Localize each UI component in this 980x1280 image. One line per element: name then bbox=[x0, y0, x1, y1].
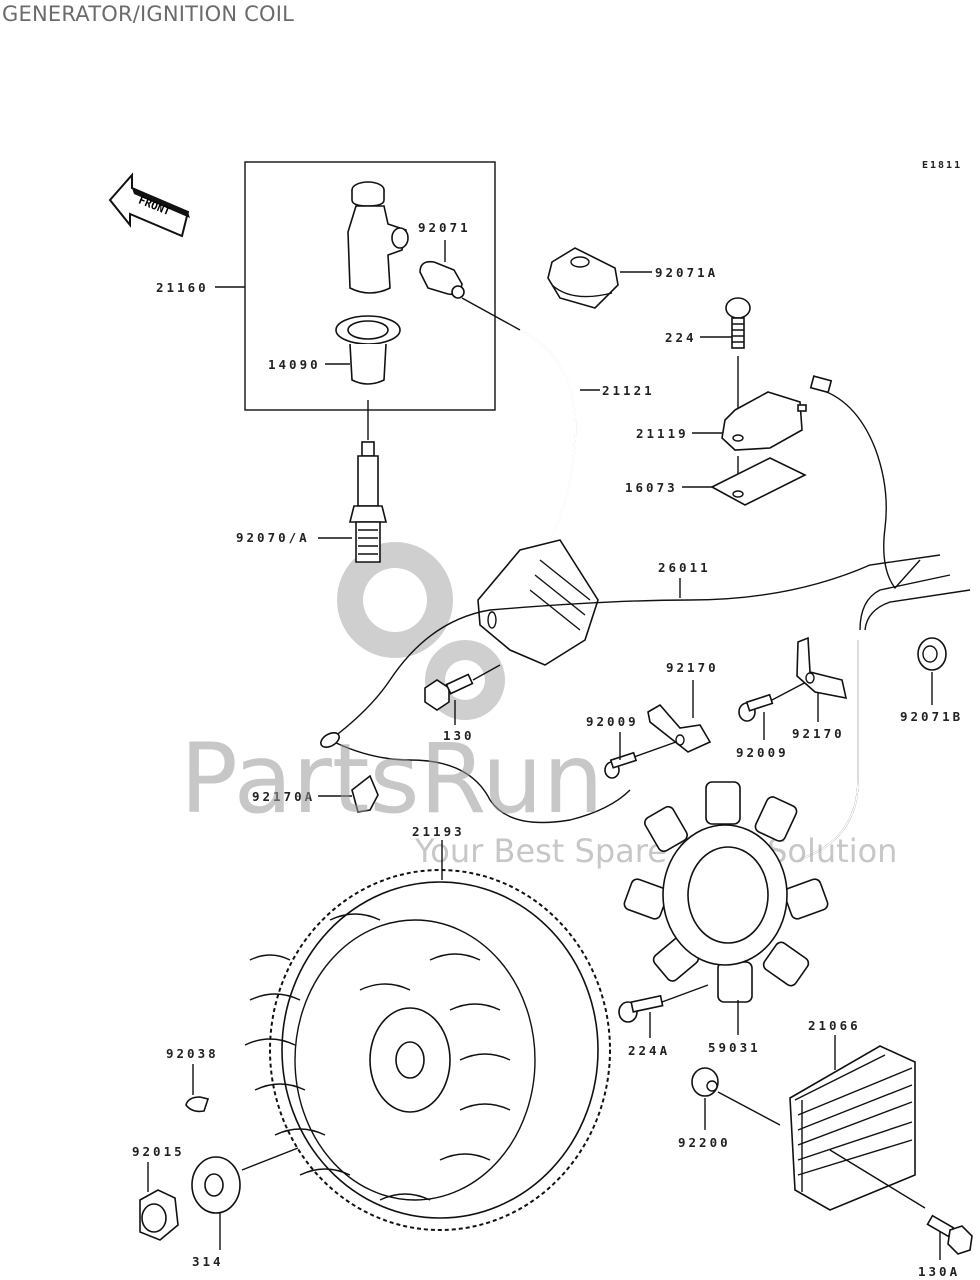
plate-16073[interactable] bbox=[710, 457, 807, 506]
part-label-59031[interactable]: 59031 bbox=[708, 1040, 761, 1055]
part-label-92071A[interactable]: 92071A bbox=[655, 265, 718, 280]
assembly-box bbox=[244, 161, 496, 411]
nut-92015[interactable] bbox=[691, 1067, 719, 1097]
part-label-21193[interactable]: 21193 bbox=[412, 824, 465, 839]
part-label-130[interactable]: 130 bbox=[443, 728, 475, 743]
part-label-92170-right[interactable]: 92170 bbox=[792, 726, 845, 741]
clip-92170A[interactable] bbox=[351, 774, 379, 813]
part-label-21066[interactable]: 21066 bbox=[808, 1018, 861, 1033]
front-arrow-icon: FRONT bbox=[108, 172, 190, 238]
part-label-314[interactable]: 92015 bbox=[132, 1144, 185, 1159]
clamp-92170-right[interactable] bbox=[796, 636, 848, 700]
clamp-92170-left[interactable] bbox=[647, 703, 712, 753]
part-label-224A[interactable]: 224A bbox=[628, 1043, 670, 1058]
part-label-92009-left[interactable]: 92009 bbox=[586, 714, 639, 729]
part-label-92009-right[interactable]: 92009 bbox=[736, 745, 789, 760]
flywheel-21193[interactable] bbox=[244, 869, 611, 1231]
part-label-21119[interactable]: 21119 bbox=[636, 426, 689, 441]
part-label-21121[interactable]: 21121 bbox=[602, 383, 655, 398]
part-label-224[interactable]: 224 bbox=[665, 330, 697, 345]
screw-92009-right[interactable] bbox=[738, 693, 774, 722]
cap-14090[interactable] bbox=[335, 315, 401, 385]
grommet-92071A[interactable] bbox=[547, 247, 619, 309]
bolt-130[interactable] bbox=[424, 673, 474, 711]
part-label-14090[interactable]: 14090 bbox=[268, 357, 321, 372]
plug-cap[interactable] bbox=[347, 181, 409, 294]
nut-314[interactable] bbox=[139, 1189, 179, 1241]
watermark-brand: PartsRun bbox=[180, 723, 604, 835]
part-label-21160[interactable]: 21160 bbox=[156, 280, 209, 295]
part-label-92200[interactable]: 314 bbox=[192, 1254, 224, 1269]
part-label-92071[interactable]: 92071 bbox=[418, 220, 471, 235]
part-label-16073[interactable]: 16073 bbox=[625, 480, 678, 495]
part-label-92170-left[interactable]: 92170 bbox=[666, 660, 719, 675]
washer-92200[interactable] bbox=[191, 1156, 241, 1214]
part-label-92170A[interactable]: 92170A bbox=[252, 789, 315, 804]
regulator-21066[interactable] bbox=[789, 1045, 916, 1211]
part-label-26011[interactable]: 26011 bbox=[658, 560, 711, 575]
key-92038[interactable] bbox=[185, 1096, 210, 1113]
part-label-130A[interactable]: 130A bbox=[918, 1264, 960, 1279]
page-title: GENERATOR/IGNITION COIL bbox=[2, 2, 295, 26]
ignition-coil[interactable] bbox=[477, 539, 599, 666]
bolt-130A[interactable] bbox=[926, 1214, 973, 1255]
spark-plug[interactable] bbox=[348, 441, 388, 563]
part-label-92070A[interactable]: 92070/A bbox=[236, 530, 310, 545]
part-label-92015[interactable]: 92200 bbox=[678, 1135, 731, 1150]
screw-224[interactable] bbox=[725, 297, 751, 349]
watermark-gear-icon bbox=[337, 542, 505, 720]
grommet-92071B[interactable] bbox=[917, 637, 947, 671]
igniter-21119[interactable] bbox=[721, 391, 807, 451]
diagram-code: E1811 bbox=[922, 160, 962, 171]
screw-92009-left[interactable] bbox=[604, 751, 638, 779]
stator-coil-59031[interactable] bbox=[623, 781, 830, 1003]
cap-92071[interactable] bbox=[419, 260, 465, 299]
part-label-92038[interactable]: 92038 bbox=[166, 1046, 219, 1061]
part-label-92071B[interactable]: 92071B bbox=[900, 709, 963, 724]
screw-224A[interactable] bbox=[618, 994, 664, 1023]
